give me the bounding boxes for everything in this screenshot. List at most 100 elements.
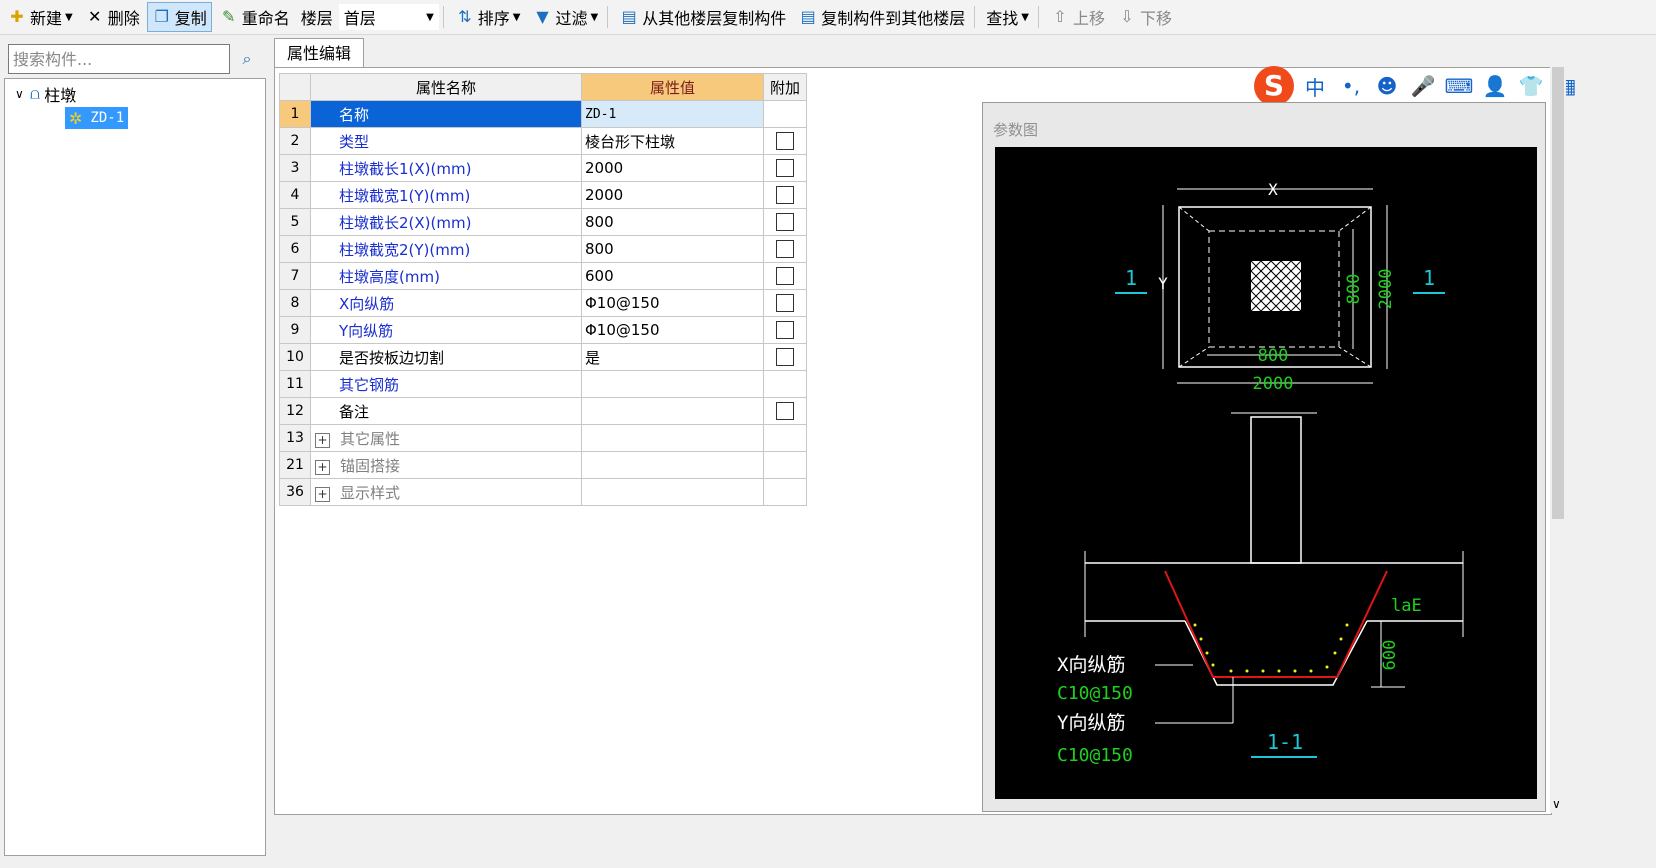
tree-node-zd1[interactable]: ✲ ZD-1 — [65, 107, 129, 129]
height-label: 600 — [1380, 640, 1400, 671]
property-value[interactable]: Φ10@150 — [581, 289, 764, 317]
lae-label: laE — [1391, 596, 1422, 616]
property-value[interactable]: 2000 — [581, 181, 764, 209]
table-row[interactable]: 6 柱墩截宽2(Y)(mm) 800 — [279, 235, 807, 263]
extra-checkbox[interactable] — [776, 240, 794, 259]
copy-to-floor-icon: ▤ — [800, 7, 816, 26]
property-value[interactable]: 600 — [581, 262, 764, 290]
parameter-diagram: X Y 2000 800 800 2000 1 1 — [995, 147, 1537, 799]
extra-checkbox[interactable] — [776, 294, 794, 313]
copy-button[interactable]: ❐ 复制 — [146, 2, 212, 32]
property-value[interactable] — [581, 397, 764, 425]
new-button[interactable]: ✚ 新建▼ — [2, 2, 78, 32]
table-row[interactable]: 10 是否按板边切割 是 — [279, 343, 807, 371]
extra-checkbox[interactable] — [776, 132, 794, 151]
filter-label: 过滤 — [555, 9, 588, 28]
property-group[interactable]: +锚固搭接 — [310, 451, 582, 479]
property-name: 柱墩截长1(X)(mm) — [310, 154, 582, 182]
extra-checkbox[interactable] — [776, 348, 794, 367]
chevron-down-icon[interactable]: ∨ — [15, 87, 24, 101]
row-number: 4 — [279, 181, 311, 209]
rename-button[interactable]: ✎ 重命名 — [214, 2, 295, 32]
table-row[interactable]: 7 柱墩高度(mm) 600 — [279, 262, 807, 290]
move-up-button[interactable]: ⇧ 上移 — [1045, 2, 1110, 32]
user-icon[interactable]: 👤 — [1482, 74, 1508, 98]
delete-button[interactable]: ✕ 删除 — [80, 2, 145, 32]
header-extra: 附加 — [763, 73, 807, 101]
component-panel: 搜索构件... ⌕ ∨ ⩍ 柱墩 ✲ ZD-1 — [0, 40, 268, 862]
skin-icon[interactable]: 👕 — [1518, 74, 1544, 98]
rename-icon: ✎ — [222, 7, 236, 26]
sogou-logo-icon[interactable]: S — [1254, 66, 1294, 106]
property-name: Y向纵筋 — [310, 316, 582, 344]
row-number: 12 — [279, 397, 311, 425]
property-value[interactable]: 800 — [581, 208, 764, 236]
property-name: 是否按板边切割 — [310, 343, 582, 371]
extra-checkbox[interactable] — [776, 213, 794, 232]
table-row[interactable]: 13 +其它属性 — [279, 424, 807, 452]
table-row[interactable]: 2 类型 棱台形下柱墩 — [279, 127, 807, 155]
copy-from-floor-label: 从其他楼层复制构件 — [642, 9, 787, 28]
expand-icon[interactable]: + — [315, 459, 330, 475]
table-row[interactable]: 21 +锚固搭接 — [279, 451, 807, 479]
table-row[interactable]: 5 柱墩截长2(X)(mm) 800 — [279, 208, 807, 236]
sort-button[interactable]: ⇅ 排序▼ — [450, 2, 526, 32]
floor-select[interactable]: 首层 ▼ — [338, 4, 439, 30]
property-value[interactable]: Φ10@150 — [581, 316, 764, 344]
property-name: 类型 — [310, 127, 582, 155]
keyboard-icon[interactable]: ⌨ — [1444, 74, 1474, 98]
search-icon[interactable]: ⌕ — [242, 49, 252, 68]
gear-icon: ✲ — [69, 108, 83, 128]
find-button[interactable]: 查找▼ — [981, 2, 1034, 32]
property-value[interactable]: 800 — [581, 235, 764, 263]
punctuation-icon[interactable]: •, — [1341, 74, 1361, 98]
toolbar-separator — [974, 6, 976, 28]
row-number: 6 — [279, 235, 311, 263]
plan-outer-square — [1178, 206, 1372, 368]
emoji-icon[interactable]: ☻ — [1376, 74, 1398, 98]
header-name: 属性名称 — [310, 73, 582, 101]
table-row[interactable]: 4 柱墩截宽1(Y)(mm) 2000 — [279, 181, 807, 209]
expand-icon[interactable]: + — [315, 486, 330, 502]
tree-node-root[interactable]: ∨ ⩍ 柱墩 — [15, 83, 76, 105]
property-group[interactable]: + 其它属性 — [310, 424, 582, 452]
microphone-icon[interactable]: 🎤 — [1410, 74, 1436, 98]
scrollbar-thumb[interactable] — [1552, 67, 1564, 519]
property-value[interactable]: ZD-1 — [581, 100, 764, 128]
expand-icon[interactable]: + — [315, 432, 330, 448]
search-input[interactable]: 搜索构件... — [8, 44, 230, 74]
table-row[interactable]: 3 柱墩截长1(X)(mm) 2000 — [279, 154, 807, 182]
copy-from-floor-button[interactable]: ▤ 从其他楼层复制构件 — [614, 2, 791, 32]
table-row[interactable]: 8 X向纵筋 Φ10@150 — [279, 289, 807, 317]
extra-checkbox[interactable] — [776, 402, 794, 421]
extra-checkbox[interactable] — [776, 321, 794, 340]
move-down-button[interactable]: ⇩ 下移 — [1112, 2, 1177, 32]
extra-cell — [763, 100, 807, 128]
chevron-down-icon[interactable]: ∨ — [1552, 797, 1561, 811]
copy-to-floor-button[interactable]: ▤ 复制构件到其他楼层 — [793, 2, 970, 32]
extra-cell — [763, 424, 807, 452]
property-value[interactable]: 2000 — [581, 154, 764, 182]
extra-checkbox[interactable] — [776, 159, 794, 178]
component-tree: ∨ ⩍ 柱墩 ✲ ZD-1 — [4, 78, 266, 856]
tab-property-edit[interactable]: 属性编辑 — [274, 38, 364, 69]
property-value[interactable]: 是 — [581, 343, 764, 371]
dropdown-arrow-icon: ▼ — [590, 11, 599, 23]
property-name: 其它属性 — [340, 429, 401, 448]
extra-checkbox[interactable] — [776, 267, 794, 286]
table-row[interactable]: 1 名称 ZD-1 — [279, 100, 807, 128]
ime-lang-toggle[interactable]: 中 — [1305, 75, 1325, 100]
table-row[interactable]: 36 +显示样式 — [279, 478, 807, 506]
property-value[interactable]: 棱台形下柱墩 — [581, 127, 764, 155]
new-icon: ✚ — [10, 7, 24, 26]
property-group[interactable]: +显示样式 — [310, 478, 582, 506]
table-row[interactable]: 12 备注 — [279, 397, 807, 425]
extra-checkbox[interactable] — [776, 186, 794, 205]
chevron-down-icon: ▼ — [426, 11, 434, 23]
row-number: 3 — [279, 154, 311, 182]
table-row[interactable]: 9 Y向纵筋 Φ10@150 — [279, 316, 807, 344]
vertical-scrollbar[interactable]: ∨ — [1550, 67, 1566, 813]
property-value[interactable] — [581, 370, 764, 398]
table-row[interactable]: 11 其它钢筋 — [279, 370, 807, 398]
filter-button[interactable]: ▼ 过滤▼ — [528, 2, 604, 32]
